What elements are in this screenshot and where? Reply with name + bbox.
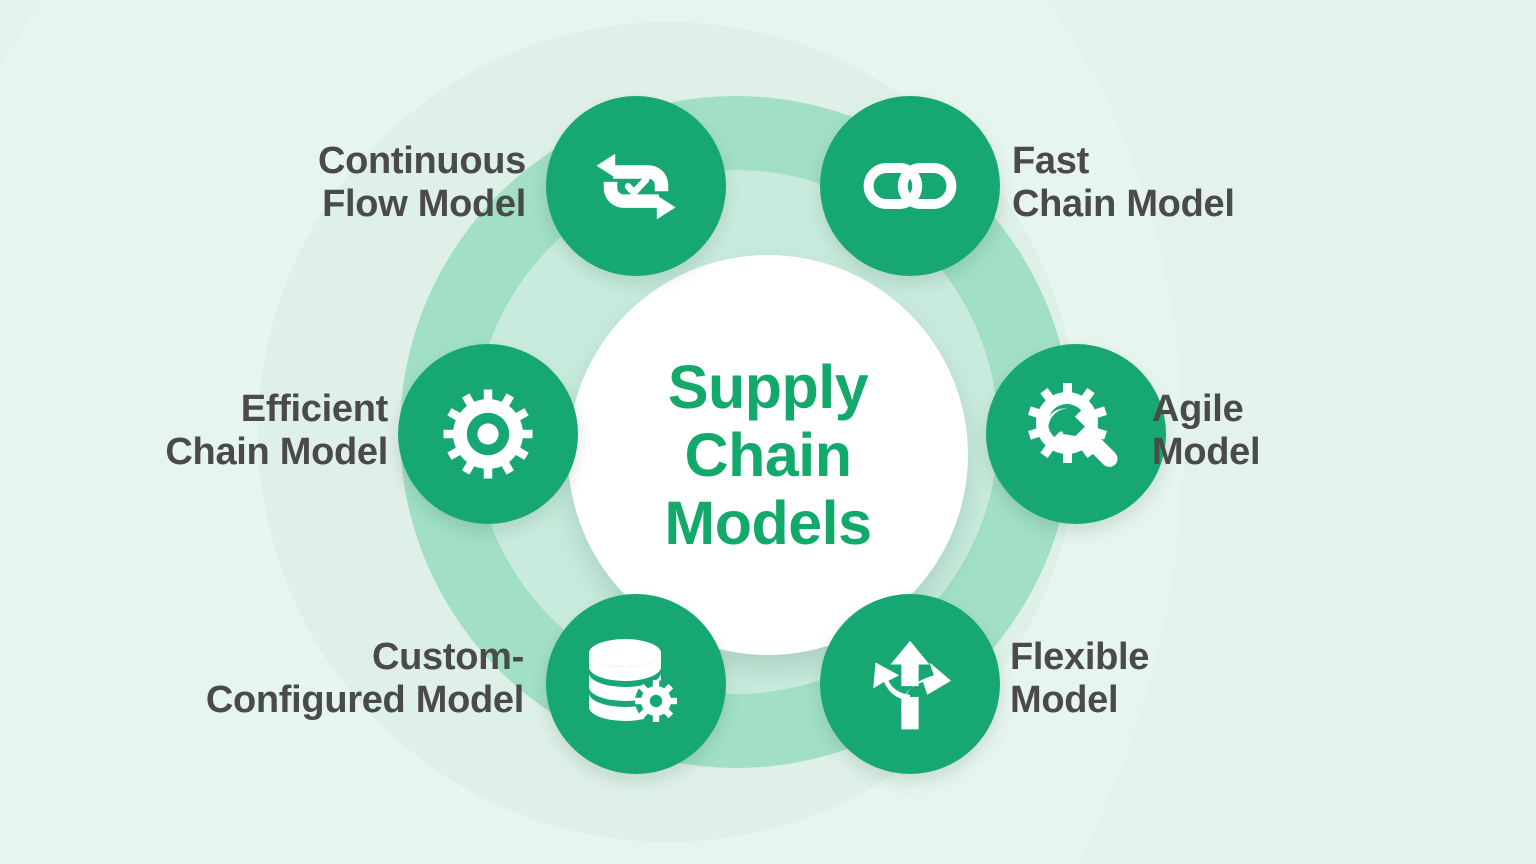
gear-icon bbox=[435, 381, 541, 487]
chain-link-icon bbox=[856, 132, 964, 240]
label-line-1: Custom- bbox=[372, 636, 524, 678]
gear-wrench-icon bbox=[1021, 379, 1131, 489]
node-continuous-flow[interactable] bbox=[546, 96, 726, 276]
hub-title: Supply Chain Models bbox=[664, 352, 872, 558]
label-line-1: Flexible bbox=[1010, 636, 1150, 678]
label-line-1: Efficient bbox=[240, 388, 389, 430]
center-hub: Supply Chain Models bbox=[568, 255, 968, 655]
label-line-2: Chain Model bbox=[1012, 182, 1235, 225]
label-line-2: Flow Model bbox=[322, 182, 526, 225]
node-custom-configured[interactable] bbox=[546, 594, 726, 774]
three-way-arrows-icon bbox=[856, 630, 964, 738]
node-efficient-chain[interactable] bbox=[398, 344, 578, 524]
label-line-2: Configured Model bbox=[205, 678, 524, 721]
label-fast-chain: Fast Chain Model bbox=[1012, 140, 1235, 225]
label-agile: Agile Model bbox=[1152, 388, 1261, 473]
label-efficient-chain: Efficient Chain Model bbox=[165, 388, 388, 473]
label-line-2: Model bbox=[1010, 678, 1119, 721]
hub-title-line-2: Chain bbox=[684, 420, 852, 489]
label-line-1: Agile bbox=[1152, 388, 1244, 430]
label-line-1: Continuous bbox=[317, 140, 526, 182]
hub-title-line-3: Models bbox=[664, 489, 872, 558]
node-agile[interactable] bbox=[986, 344, 1166, 524]
database-gear-icon bbox=[580, 631, 692, 737]
label-line-2: Chain Model bbox=[165, 430, 388, 473]
cycle-arrows-check-icon bbox=[584, 134, 688, 238]
hub-title-line-1: Supply bbox=[667, 352, 869, 421]
label-line-2: Model bbox=[1152, 430, 1261, 473]
label-line-1: Fast bbox=[1012, 140, 1089, 182]
label-custom-configured: Custom- Configured Model bbox=[206, 636, 524, 721]
label-continuous-flow: Continuous Flow Model bbox=[318, 140, 526, 225]
node-flexible[interactable] bbox=[820, 594, 1000, 774]
node-fast-chain[interactable] bbox=[820, 96, 1000, 276]
label-flexible: Flexible Model bbox=[1010, 636, 1149, 721]
